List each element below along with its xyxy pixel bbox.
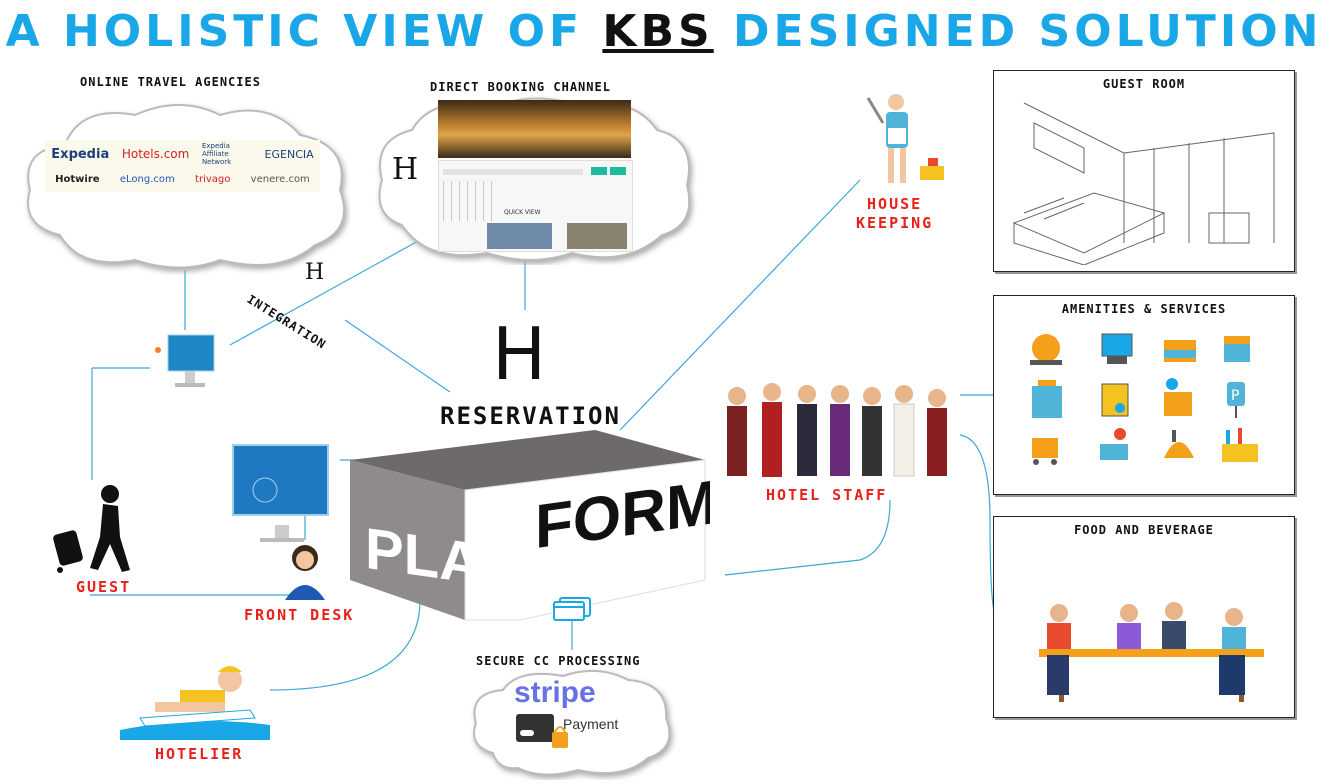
hotelier-label: HOTELIER [155,745,244,763]
booking-form: QUICK VIEW [438,160,633,252]
computer-monitor-icon [155,334,215,387]
double-bed-icon [1164,340,1196,362]
h-logo-small: H [392,152,419,187]
payment-text: Payment [563,716,619,732]
stripe-cloud [473,669,671,776]
page-title: A HOLISTIC VIEW OF KBS DESIGNED SOLUTION [5,6,1323,57]
platform-box: PLAT FORM [350,430,710,621]
stripe-logo: stripe [514,676,596,709]
luggage-cart-icon [1032,438,1058,465]
bell-icon [1030,334,1062,365]
parking-icon: P [1227,382,1245,418]
hotel-photo [438,100,631,158]
credit-card-icon [553,597,591,621]
amenities-title: AMENITIES & SERVICES [1061,302,1227,316]
hotels-logo: Hotels.com [121,147,190,161]
direct-booking-label: DIRECT BOOKING CHANNEL [430,80,611,94]
food-panel: FOOD AND BEVERAGE [993,516,1295,718]
reception-icon [1100,428,1128,460]
venere-logo: venere.com [250,173,310,185]
elong-logo: eLong.com [119,173,175,185]
room-service-icon [1164,430,1194,458]
hotwire-logo: Hotwire [55,173,100,185]
reservation-label: RESERVATION [440,402,621,430]
bar-icon [1222,428,1258,462]
card-lock-icon [516,714,568,748]
front-desk-label: FRONT DESK [244,606,355,624]
housekeeper-icon [866,94,944,183]
egencia-logo: EGENCIA [264,147,314,161]
svg-text:P: P [1231,388,1239,404]
hotelier-icon [120,666,270,740]
guest-room-title: GUEST ROOM [1102,77,1186,91]
reservation-h-logo: H [492,312,547,396]
trivago-logo: trivago [195,173,231,185]
amenities-icon-grid: P [1030,333,1258,465]
secure-cc-label: SECURE CC PROCESSING [476,654,641,668]
guest-room-sketch [1012,102,1275,265]
expedia-logo: Expedia [51,146,110,162]
tv-bed-icon [1101,333,1133,364]
food-title: FOOD AND BEVERAGE [1074,523,1214,537]
front-desk-agent-icon [285,545,325,600]
front-desk-monitor-icon [232,444,329,542]
guest-label: GUEST [76,578,132,596]
hotel-staff-label: HOTEL STAFF [766,486,888,504]
safe-icon [1101,383,1129,417]
integration-h-logo: H [305,260,325,285]
ota-label: ONLINE TRAVEL AGENCIES [80,75,261,89]
guest-room-panel: GUEST ROOM [993,70,1295,272]
hotel-staff-icon [727,383,947,477]
dining-people-illustration [1039,602,1264,702]
ean-logo: Expedia Affiliate Network [201,142,232,166]
amenities-panel: AMENITIES & SERVICES P [993,295,1295,495]
ota-logos: Expedia Hotels.com Expedia Affiliate Net… [45,140,320,192]
guest-icon [53,485,130,573]
spa-icon [1164,378,1192,416]
hotel-building-icon [1032,380,1062,418]
single-bed-icon [1224,336,1250,362]
